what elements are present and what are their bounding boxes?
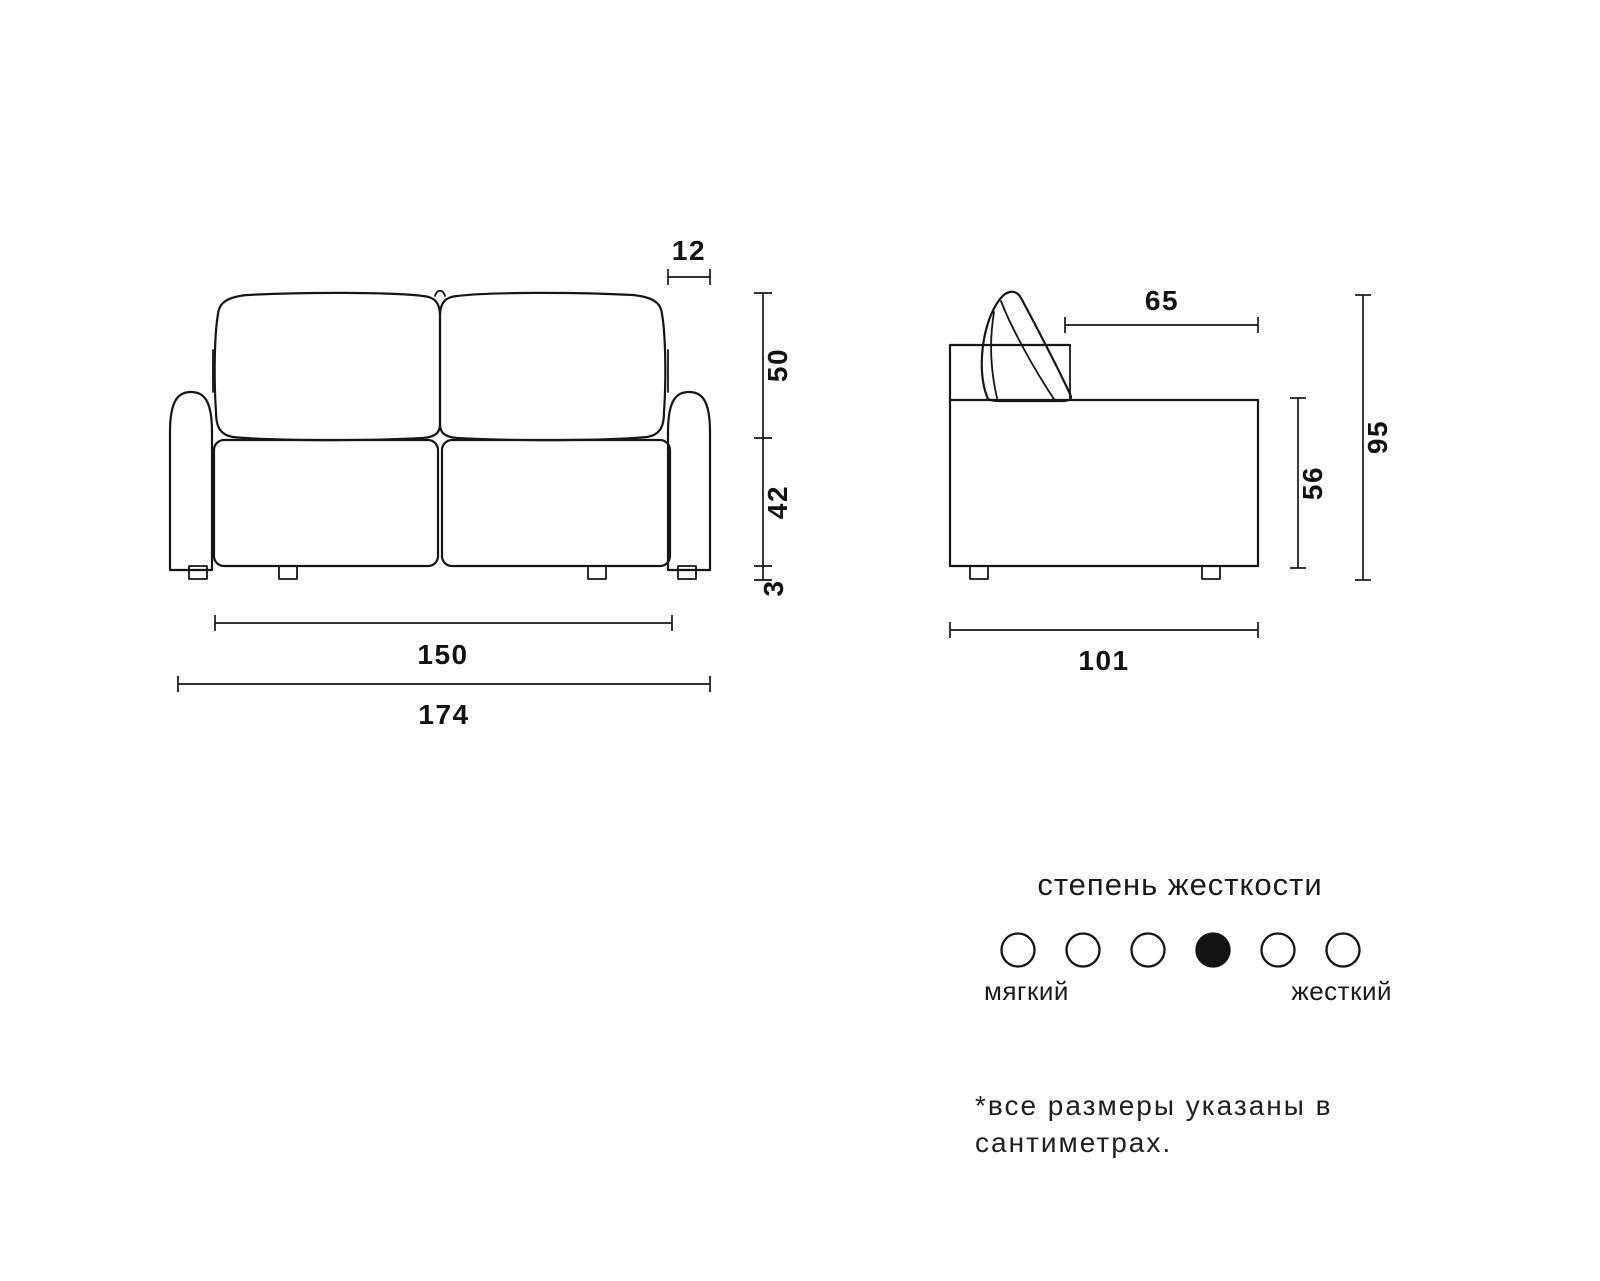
front-leg-4 bbox=[677, 565, 697, 580]
dim-inner-width-label: 150 bbox=[417, 639, 468, 670]
footnote-line-1: *все размеры указаны в bbox=[975, 1090, 1333, 1121]
dim-seat-height-label: 42 bbox=[762, 485, 793, 519]
dim-total-width: 174 bbox=[177, 676, 711, 730]
dim-height-stack: 50 42 3 bbox=[754, 292, 793, 597]
front-left-armrest bbox=[168, 390, 214, 572]
front-leg-1 bbox=[188, 565, 208, 580]
footnote: *все размеры указаны в сантиметрах. bbox=[975, 1090, 1333, 1158]
dim-seat-depth: 65 bbox=[1064, 285, 1259, 333]
front-back-pillow-right bbox=[438, 291, 667, 442]
dim-body-height: 56 bbox=[1290, 397, 1328, 569]
dim-total-width-label: 174 bbox=[418, 699, 469, 730]
front-right-armrest bbox=[666, 390, 712, 572]
dim-leg-height-label: 3 bbox=[758, 579, 789, 596]
hardness-dot-3 bbox=[1130, 932, 1166, 968]
hardness-dot-1 bbox=[1000, 932, 1036, 968]
dim-inner-width: 150 bbox=[214, 615, 673, 670]
hardness-title: степень жесткости bbox=[1037, 867, 1322, 902]
sofa-front-view bbox=[168, 289, 712, 580]
hardness-dot-5 bbox=[1260, 932, 1296, 968]
hardness-dot-2 bbox=[1065, 932, 1101, 968]
front-pillow-center-peak bbox=[434, 289, 446, 297]
dim-back-height-label: 50 bbox=[762, 348, 793, 382]
front-seat-cushion-left bbox=[212, 438, 440, 568]
front-seat-cushion-right bbox=[440, 438, 672, 568]
dim-total-height: 95 bbox=[1355, 294, 1393, 581]
footnote-line-2: сантиметрах. bbox=[975, 1127, 1172, 1158]
side-back-pillow-crease-2 bbox=[990, 311, 998, 399]
side-backrest-frame bbox=[948, 343, 1072, 402]
hardness-dot-4 bbox=[1195, 932, 1231, 968]
front-back-pillow-left bbox=[213, 291, 442, 442]
dim-total-height-label: 95 bbox=[1362, 420, 1393, 454]
hardness-dot-6 bbox=[1325, 932, 1361, 968]
hardness-left-label: мягкий bbox=[984, 976, 1069, 1006]
front-leg-3 bbox=[587, 565, 607, 580]
side-leg-back bbox=[1201, 565, 1221, 580]
dim-total-depth-label: 101 bbox=[1078, 645, 1129, 676]
side-back-pillow-crease-1 bbox=[1000, 300, 1055, 400]
side-leg-front bbox=[969, 565, 989, 580]
hardness-right-label: жесткий bbox=[1291, 976, 1392, 1006]
dim-seat-depth-label: 65 bbox=[1145, 285, 1179, 316]
sofa-side-view bbox=[948, 290, 1260, 580]
hardness-section: степень жесткости мягкий жесткий bbox=[984, 867, 1392, 1006]
dim-total-depth: 101 bbox=[949, 622, 1259, 676]
front-leg-2 bbox=[278, 565, 298, 580]
dim-arm-width: 12 bbox=[667, 235, 711, 285]
dim-arm-width-label: 12 bbox=[672, 235, 706, 266]
dim-body-height-label: 56 bbox=[1297, 466, 1328, 500]
hardness-scale bbox=[1000, 932, 1361, 968]
side-body bbox=[948, 398, 1260, 568]
